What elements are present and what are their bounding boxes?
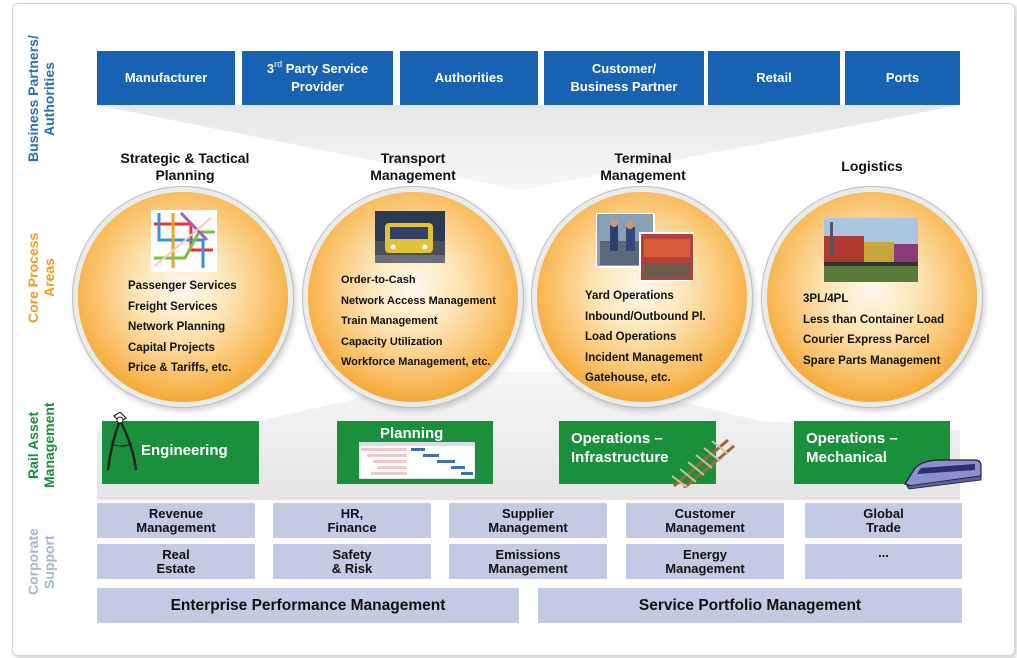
list-item: Capacity Utilization [341, 335, 443, 348]
list-item: Capital Projects [128, 341, 215, 354]
corp-box-hr-finance: HR,Finance [273, 503, 431, 538]
list-strategic-planning: Passenger Services Freight Services Netw… [128, 276, 237, 379]
partner-box-retail: Retail [708, 51, 840, 105]
corp-box-enterprise-performance: Enterprise Performance Management [97, 588, 519, 623]
top-funnel [97, 105, 960, 190]
corp-box-service-portfolio: Service Portfolio Management [538, 588, 962, 623]
list-item: Passenger Services [128, 280, 237, 292]
list-item: Workforce Management, etc. [341, 356, 491, 368]
list-item: Incident Management [585, 351, 703, 364]
list-item: Inbound/Outbound Pl. [585, 310, 706, 323]
corp-box-more: ... [805, 544, 962, 579]
list-item: Less than Container Load [803, 313, 945, 326]
rail-tracks-icon [671, 438, 735, 488]
list-item: Load Operations [585, 331, 677, 343]
subway-map-icon [151, 210, 217, 272]
list-item: Train Management [341, 315, 438, 327]
terminal-workers-photo-icon [596, 213, 694, 281]
list-terminal: Yard Operations Inbound/Outbound Pl. Loa… [585, 286, 706, 389]
list-item: 3PL/4PL [803, 293, 849, 305]
area-title-logistics: Logistics [841, 158, 903, 174]
bottom-funnel [97, 372, 960, 500]
list-item: Network Access Management [341, 294, 496, 307]
list-item: Network Planning [128, 321, 226, 333]
list-item: Freight Services [128, 300, 218, 313]
list-item: Order-to-Cash [341, 274, 416, 286]
side-label-business-partners: Business Partners/Authorities [25, 35, 57, 163]
list-logistics: 3PL/4PL Less than Container Load Courier… [803, 289, 944, 371]
partner-box-manufacturer: Manufacturer [97, 51, 235, 105]
train-car-icon [904, 459, 982, 490]
list-item: Gatehouse, etc. [585, 372, 671, 384]
partner-box-third-party: 3rd Party Service Provider [242, 51, 393, 105]
rail-box-operations-infrastructure: Operations – Infrastructure [559, 421, 716, 484]
list-item: Courier Express Parcel [803, 334, 930, 346]
list-item: Spare Parts Management [803, 354, 941, 367]
corp-box-safety-risk: Safety& Risk [273, 544, 431, 579]
container-train-photo-icon [824, 218, 918, 282]
list-item: Price & Tariffs, etc. [128, 362, 232, 374]
partner-box-authorities: Authorities [400, 51, 538, 105]
gantt-chart-icon [359, 442, 475, 479]
list-item: Yard Operations [585, 290, 674, 302]
partner-box-customer: Customer/Business Partner [544, 51, 704, 105]
list-transport: Order-to-Cash Network Access Management … [341, 270, 496, 373]
rail-box-engineering: Engineering [102, 421, 259, 484]
caliper-icon [106, 412, 138, 471]
partner-box-ports: Ports [845, 51, 960, 105]
train-photo-icon [375, 211, 445, 263]
